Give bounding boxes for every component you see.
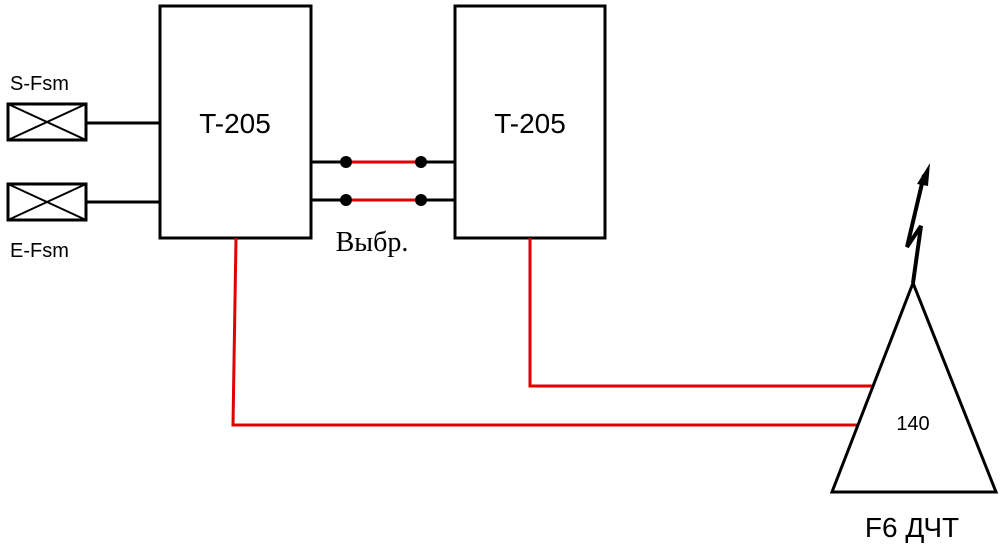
antenna-label: F6 ДЧТ bbox=[865, 512, 959, 543]
lightning-icon bbox=[905, 163, 930, 284]
block-t205-left-label: T-205 bbox=[199, 108, 271, 139]
connector-e-label: E-Fsm bbox=[10, 240, 69, 262]
connector-s-label: S-Fsm bbox=[10, 73, 69, 95]
block-t205-right-label: T-205 bbox=[494, 108, 566, 139]
connector-e-fsm bbox=[6, 182, 160, 222]
cable-left-to-antenna bbox=[231, 237, 857, 427]
antenna-value: 140 bbox=[896, 413, 929, 435]
link-lower bbox=[311, 194, 455, 206]
connector-s-fsm bbox=[6, 102, 160, 142]
cable-right-to-antenna bbox=[528, 238, 874, 388]
antenna-triangle bbox=[829, 278, 999, 494]
link-upper bbox=[311, 156, 455, 168]
link-label: Выбр. bbox=[336, 227, 409, 258]
